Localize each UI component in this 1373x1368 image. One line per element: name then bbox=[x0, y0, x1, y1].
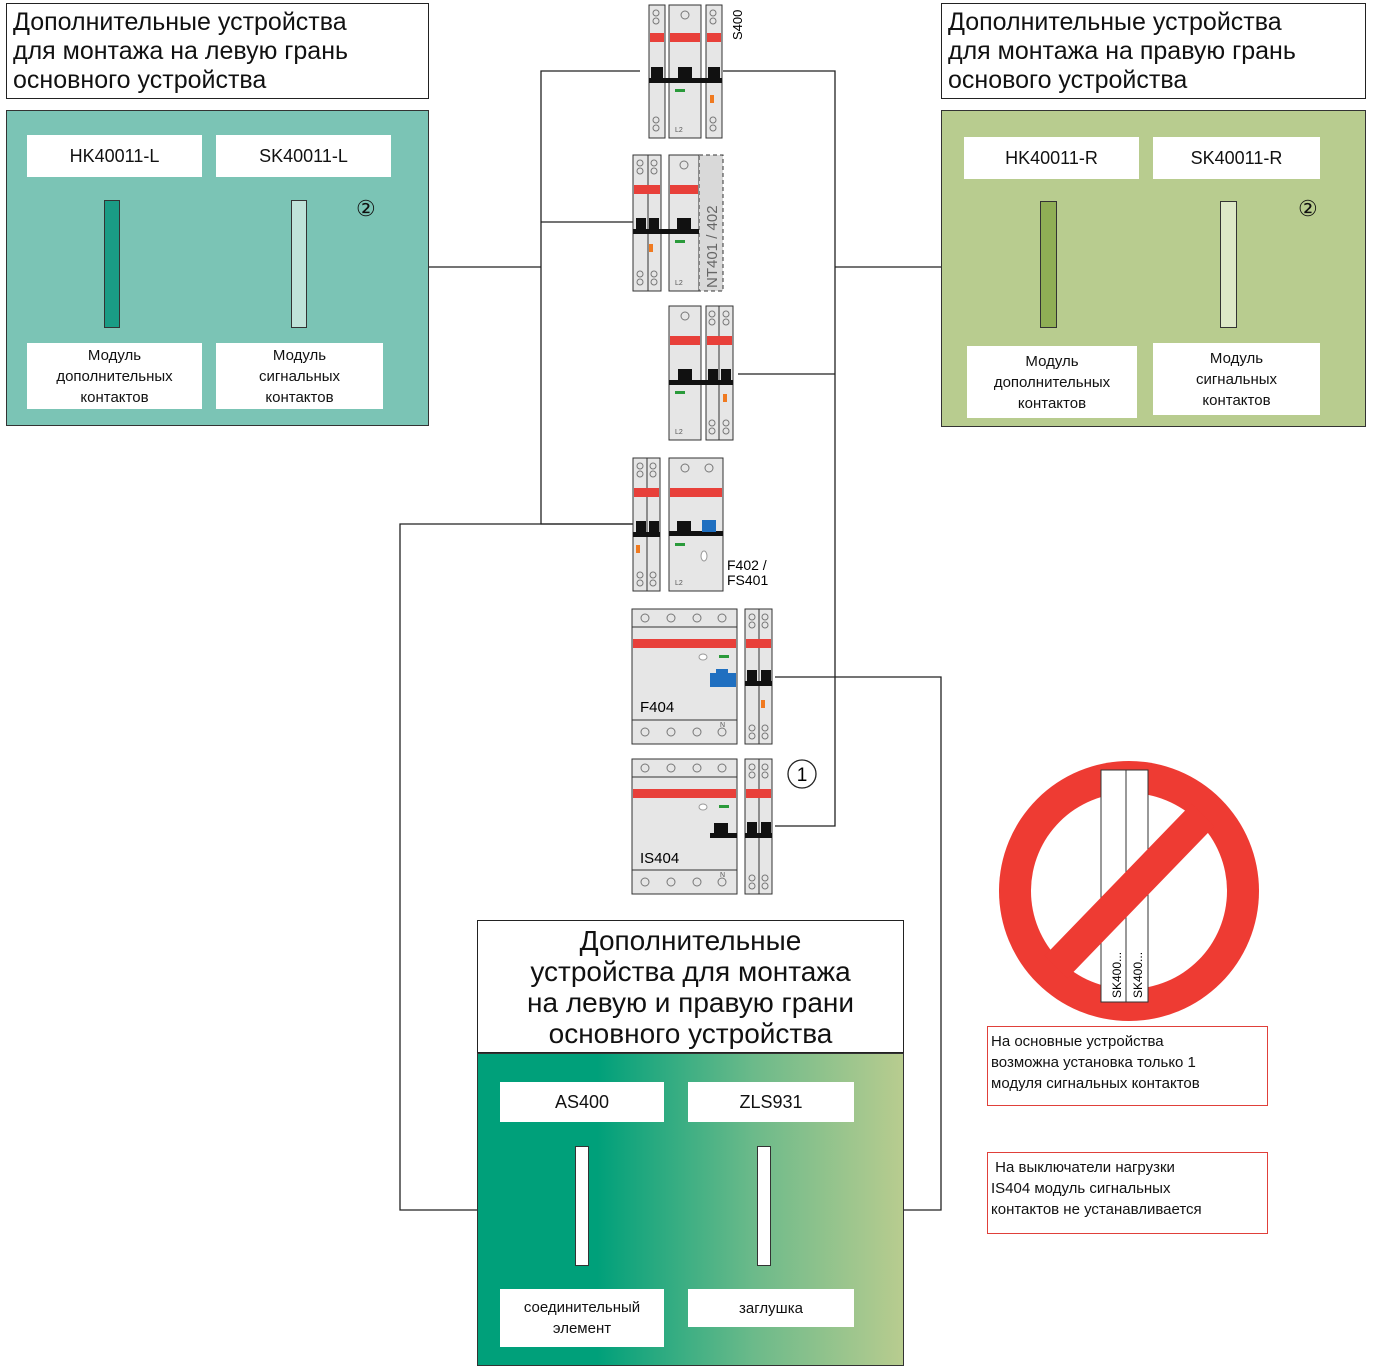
device-f404 bbox=[631, 608, 773, 745]
f404-label: F404 bbox=[640, 699, 674, 716]
left-marker-2: ② bbox=[356, 196, 376, 221]
n-label-1: N bbox=[720, 722, 725, 729]
device-is404 bbox=[631, 758, 773, 895]
left-sk-module-bar bbox=[291, 200, 307, 328]
device-f402 bbox=[632, 457, 724, 592]
device-group-3 bbox=[668, 305, 734, 441]
right-hk-module-bar bbox=[1040, 201, 1057, 328]
forbidden-module-label-1: SK400... bbox=[1110, 952, 1124, 998]
note-signal-module-limit: На основные устройства возможна установк… bbox=[987, 1026, 1268, 1106]
note-is404: На выключатели нагрузки IS404 модуль сиг… bbox=[987, 1152, 1268, 1234]
left-hk-module-bar bbox=[104, 200, 120, 328]
left-title: Дополнительные устройства для монтажа на… bbox=[6, 3, 429, 99]
right-code-hk: HK40011-R bbox=[964, 137, 1139, 179]
left-code-sk: SK40011-L bbox=[216, 135, 391, 177]
right-marker-2: ② bbox=[1298, 196, 1318, 221]
callout-number: 1 bbox=[797, 765, 808, 786]
bottom-code-as400: AS400 bbox=[500, 1082, 664, 1122]
prohibition-sign: SK400... SK400... bbox=[999, 761, 1259, 1021]
bottom-left-connector bbox=[399, 523, 635, 1211]
l2-label-3: L2 bbox=[675, 429, 683, 436]
callout-circle bbox=[787, 759, 817, 789]
bottom-right-connector bbox=[775, 676, 942, 1211]
device-s400 bbox=[648, 4, 723, 139]
n-label-2: N bbox=[720, 872, 725, 879]
right-trunk-line bbox=[723, 70, 836, 827]
bottom-code-zls931: ZLS931 bbox=[688, 1082, 854, 1122]
device-nt401 bbox=[632, 154, 724, 292]
bottom-title: Дополнительные устройства для монтажа на… bbox=[477, 920, 904, 1053]
l2-label-2: L2 bbox=[675, 280, 683, 287]
left-code-hk: HK40011-L bbox=[27, 135, 202, 177]
bottom-zls931-bar bbox=[757, 1146, 771, 1266]
right-code-sk: SK40011-R bbox=[1153, 137, 1320, 179]
bottom-as400-bar bbox=[575, 1146, 589, 1266]
terminal-screws bbox=[636, 9, 769, 890]
right-title: Дополнительные устройства для монтажа на… bbox=[941, 3, 1366, 99]
is404-label: IS404 bbox=[640, 850, 679, 867]
connector-lines bbox=[399, 70, 942, 1211]
left-trunk-line bbox=[540, 70, 640, 525]
bottom-caption-zls931: заглушка bbox=[688, 1289, 854, 1327]
l2-label-4: L2 bbox=[675, 580, 683, 587]
f402-label-line1: F402 / bbox=[727, 557, 767, 573]
f402-label-line2: FS401 bbox=[727, 572, 768, 588]
prohibition-slash bbox=[1044, 803, 1215, 979]
l2-label-1: L2 bbox=[675, 127, 683, 134]
s400-label: S400 bbox=[730, 10, 745, 40]
right-sk-module-bar bbox=[1220, 201, 1237, 328]
nt401-label: NT401 / 402 bbox=[704, 205, 721, 288]
forbidden-module-label-2: SK400... bbox=[1131, 952, 1145, 998]
